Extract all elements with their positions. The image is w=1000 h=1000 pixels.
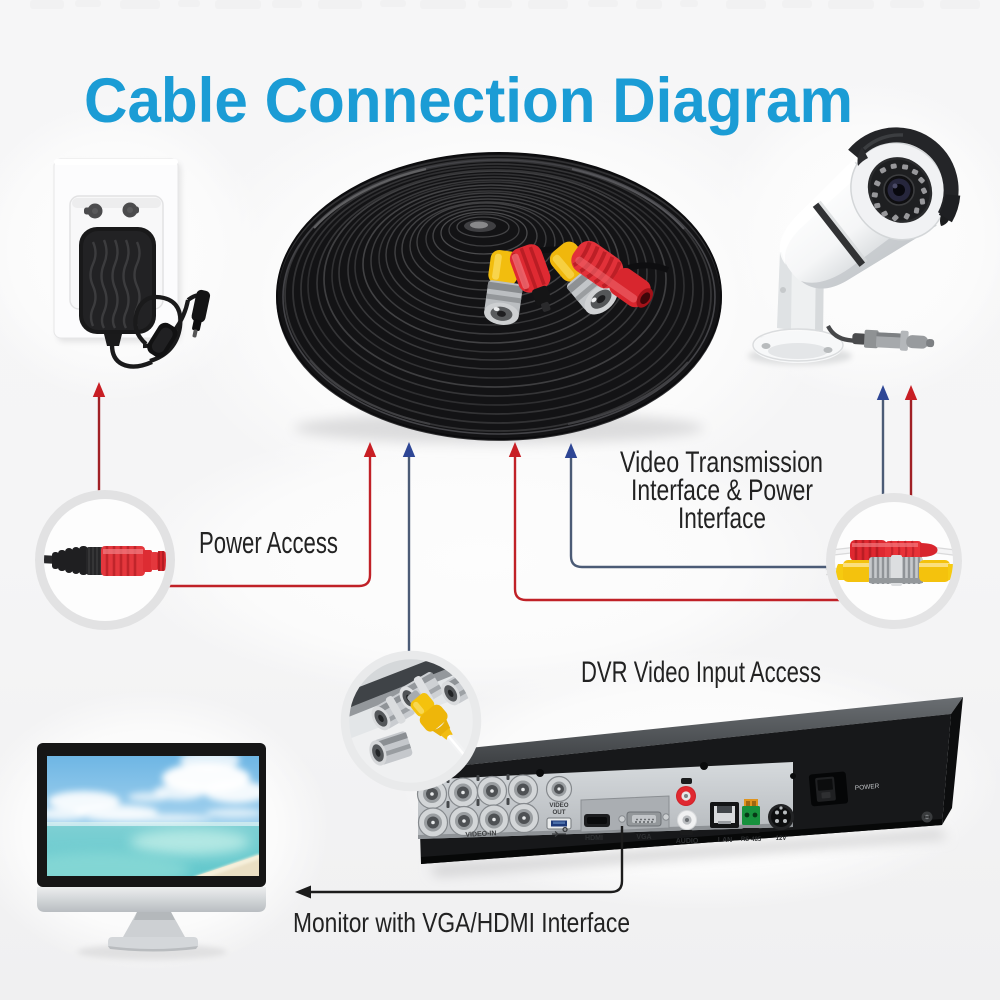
svg-text:DVR Video Input Access: DVR Video Input Access	[581, 656, 821, 689]
svg-text:OUT: OUT	[552, 809, 565, 816]
svg-text:RS-485: RS-485	[741, 837, 762, 843]
svg-text:LAN: LAN	[718, 837, 732, 844]
svg-text:Interface & Power: Interface & Power	[631, 474, 813, 507]
svg-text:VGA: VGA	[636, 834, 651, 841]
svg-text:Cable Connection Diagram: Cable Connection Diagram	[84, 66, 853, 136]
svg-text:Video Transmission: Video Transmission	[620, 446, 823, 479]
svg-text:Monitor with VGA/HDMI Interfac: Monitor with VGA/HDMI Interface	[293, 907, 630, 938]
svg-text:POWER: POWER	[855, 783, 880, 792]
svg-text:AUDIO: AUDIO	[676, 838, 699, 845]
svg-text:Interface: Interface	[678, 502, 766, 535]
svg-text:VIDEO: VIDEO	[549, 802, 568, 809]
svg-text:HDMI: HDMI	[585, 835, 603, 842]
svg-text:Power Access: Power Access	[199, 525, 338, 560]
svg-text:VIDEO-IN: VIDEO-IN	[465, 830, 496, 839]
svg-text:12V: 12V	[776, 836, 787, 842]
